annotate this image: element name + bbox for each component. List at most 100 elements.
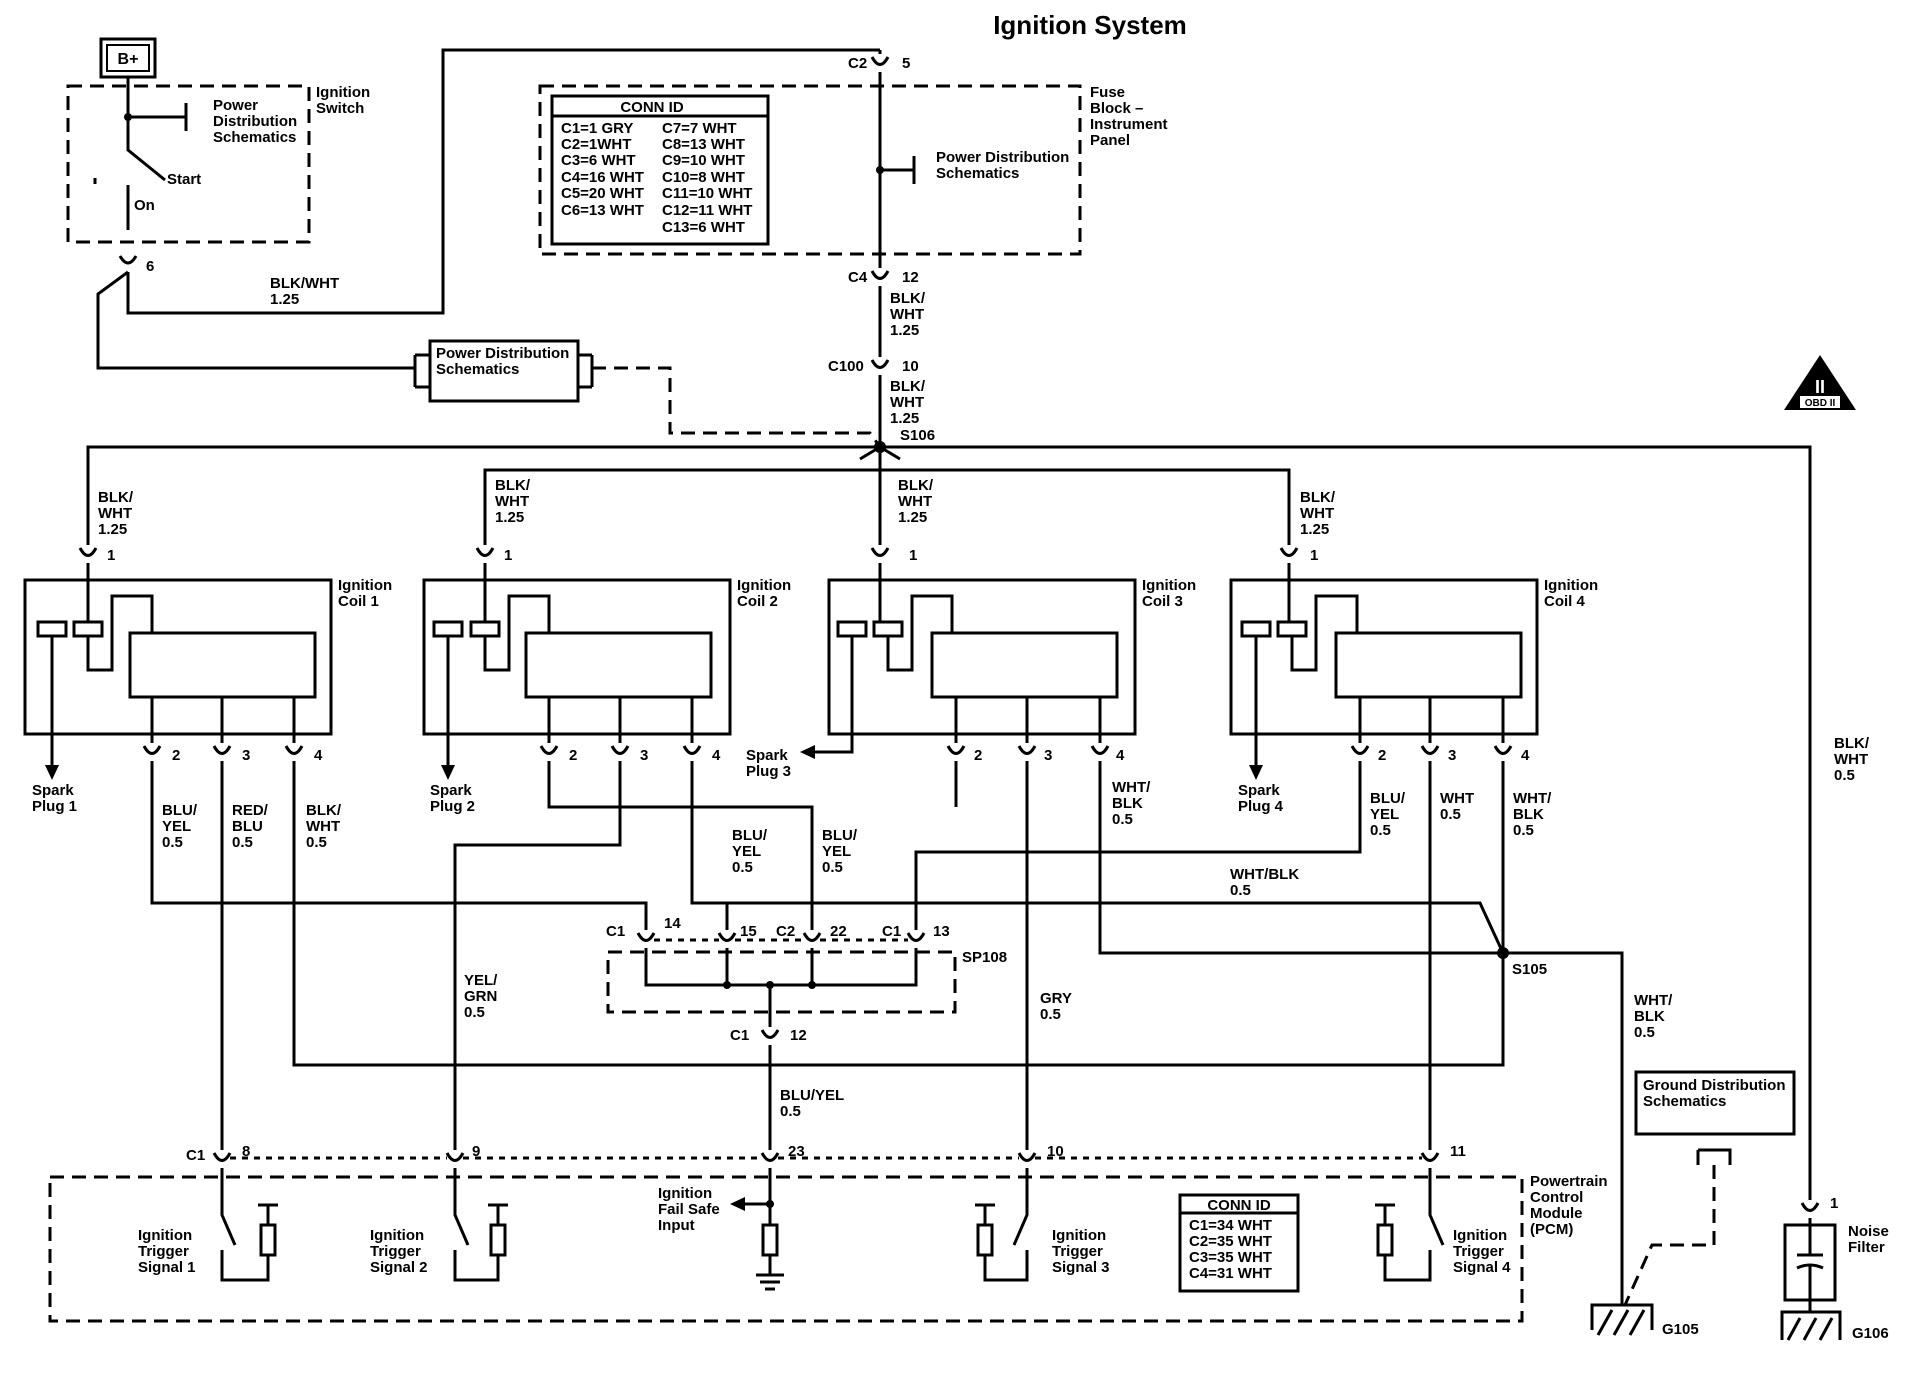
svg-text:II: II <box>1815 377 1825 397</box>
svg-text:WHT/: WHT/ <box>1634 992 1673 1009</box>
svg-text:Panel: Panel <box>1090 132 1130 149</box>
svg-text:C3=35 WHT: C3=35 WHT <box>1189 1249 1272 1266</box>
svg-text:BLK: BLK <box>1634 1008 1665 1025</box>
svg-text:BLK/: BLK/ <box>1300 489 1336 506</box>
fuse-conn-id-table <box>550 94 770 246</box>
harness-wires <box>150 761 1624 1305</box>
wire-c4-c100-label: BLK/ WHT 1.25 <box>890 290 926 339</box>
svg-text:0.5: 0.5 <box>232 834 253 851</box>
ignition-coil-3: 1 Ignition Coil 3 2 3 4 Spark Plug 3 <box>746 547 1196 780</box>
svg-text:C5=20 WHT: C5=20 WHT <box>561 185 644 202</box>
svg-text:BLK/: BLK/ <box>98 489 134 506</box>
svg-text:C8=13 WHT: C8=13 WHT <box>662 136 745 153</box>
svg-text:YEL: YEL <box>162 818 191 835</box>
fuse-bottom-conn: C4 <box>848 269 868 286</box>
coil3-feed-label: BLK/ WHT 1.25 <box>898 477 934 526</box>
svg-text:WHT: WHT <box>495 493 529 510</box>
svg-text:14: 14 <box>664 915 681 932</box>
svg-text:C10=8 WHT: C10=8 WHT <box>662 169 745 186</box>
svg-text:Fail Safe: Fail Safe <box>658 1201 720 1218</box>
svg-text:SP108: SP108 <box>962 949 1007 966</box>
svg-text:0.5: 0.5 <box>780 1103 801 1120</box>
svg-text:Ignition: Ignition <box>1142 577 1196 594</box>
svg-text:Coil 4: Coil 4 <box>1544 593 1585 610</box>
sp108-splice-pack: C1 14 15 C2 22 C1 13 SP108 C1 12 <box>606 915 1007 1150</box>
svg-text:Coil 1: Coil 1 <box>338 593 379 610</box>
svg-text:BLU/: BLU/ <box>1370 790 1406 807</box>
wire-c4p3-label: WHT 0.5 <box>1440 790 1474 823</box>
switch-power-ref: Power Distribution Schematics <box>213 97 297 146</box>
svg-text:OBD II: OBD II <box>1805 398 1836 409</box>
svg-text:Plug 2: Plug 2 <box>430 798 475 815</box>
svg-text:Control: Control <box>1530 1189 1583 1206</box>
svg-text:Module: Module <box>1530 1205 1583 1222</box>
svg-text:15: 15 <box>740 923 757 940</box>
svg-text:1.25: 1.25 <box>495 509 524 526</box>
svg-text:Spark: Spark <box>746 747 788 764</box>
diagram-title: Ignition System <box>993 10 1187 40</box>
s105-label: S105 <box>1512 961 1547 978</box>
svg-text:Power Distribution: Power Distribution <box>436 345 569 362</box>
svg-text:(PCM): (PCM) <box>1530 1221 1573 1238</box>
svg-text:Spark: Spark <box>32 782 74 799</box>
fuse-conn-id-title: CONN ID <box>620 99 684 116</box>
svg-text:4: 4 <box>1116 747 1125 764</box>
switch-pin: 6 <box>146 258 154 275</box>
svg-text:1.25: 1.25 <box>270 291 299 308</box>
svg-text:0.5: 0.5 <box>1834 767 1855 784</box>
svg-text:Schematics: Schematics <box>213 129 296 146</box>
svg-text:WHT: WHT <box>1300 505 1334 522</box>
svg-text:G105: G105 <box>1662 1321 1699 1338</box>
svg-text:2: 2 <box>1378 747 1386 764</box>
svg-text:C3=6 WHT: C3=6 WHT <box>561 152 636 169</box>
pcm-module: C1 8 9 23 10 11 Powertrain Control Modul… <box>48 1143 1608 1323</box>
switch-on-label: On <box>134 197 155 214</box>
svg-text:WHT: WHT <box>1834 751 1868 768</box>
svg-text:Ignition: Ignition <box>658 1185 712 1202</box>
svg-text:BLU/YEL: BLU/YEL <box>780 1087 844 1104</box>
svg-text:Coil 2: Coil 2 <box>737 593 778 610</box>
svg-text:Signal 4: Signal 4 <box>1453 1259 1511 1276</box>
svg-text:YEL: YEL <box>1370 806 1399 823</box>
wire-bluyel-pcm-label: BLU/YEL 0.5 <box>780 1087 844 1120</box>
svg-text:Schematics: Schematics <box>1643 1093 1726 1110</box>
wire-c100-s106-label: BLK/ WHT 1.25 <box>890 378 926 427</box>
ground-dist-box <box>1634 1070 1796 1136</box>
wire-c1p4-label: BLK/ WHT 0.5 <box>306 802 342 851</box>
svg-text:Switch: Switch <box>316 100 364 117</box>
svg-text:C11=10 WHT: C11=10 WHT <box>662 185 752 202</box>
svg-text:0.5: 0.5 <box>162 834 183 851</box>
svg-text:WHT/BLK: WHT/BLK <box>1230 866 1299 883</box>
svg-text:10: 10 <box>1047 1143 1064 1160</box>
svg-text:BLK/: BLK/ <box>495 477 531 494</box>
svg-text:12: 12 <box>790 1027 807 1044</box>
svg-text:Ignition: Ignition <box>138 1227 192 1244</box>
fuse-block-box <box>538 84 1082 256</box>
svg-text:Ground Distribution: Ground Distribution <box>1643 1077 1785 1094</box>
svg-text:C2=1WHT: C2=1WHT <box>561 136 631 153</box>
svg-text:1.25: 1.25 <box>98 521 127 538</box>
svg-text:13: 13 <box>933 923 950 940</box>
svg-text:Signal 2: Signal 2 <box>370 1259 428 1276</box>
battery-label: B+ <box>118 51 139 68</box>
svg-text:Ignition: Ignition <box>370 1227 424 1244</box>
svg-text:C9=10 WHT: C9=10 WHT <box>662 152 745 169</box>
svg-text:Ignition: Ignition <box>316 84 370 101</box>
svg-text:Fuse: Fuse <box>1090 84 1125 101</box>
wire-gry-label: GRY 0.5 <box>1040 990 1072 1023</box>
svg-text:CONN ID: CONN ID <box>1207 1197 1271 1214</box>
svg-text:Ignition: Ignition <box>338 577 392 594</box>
svg-text:Coil 3: Coil 3 <box>1142 593 1183 610</box>
svg-text:1: 1 <box>1310 547 1318 564</box>
svg-text:0.5: 0.5 <box>1040 1006 1061 1023</box>
svg-text:WHT: WHT <box>306 818 340 835</box>
switch-start-label: Start <box>167 171 201 188</box>
svg-text:0.5: 0.5 <box>306 834 327 851</box>
svg-text:C4=16 WHT: C4=16 WHT <box>561 169 644 186</box>
power-dist-box <box>428 339 580 403</box>
svg-text:Ignition: Ignition <box>1544 577 1598 594</box>
svg-text:C1=1 GRY: C1=1 GRY <box>561 120 633 137</box>
svg-text:BLK: BLK <box>1112 795 1143 812</box>
coil2-feed-label: BLK/ WHT 1.25 <box>495 477 531 526</box>
